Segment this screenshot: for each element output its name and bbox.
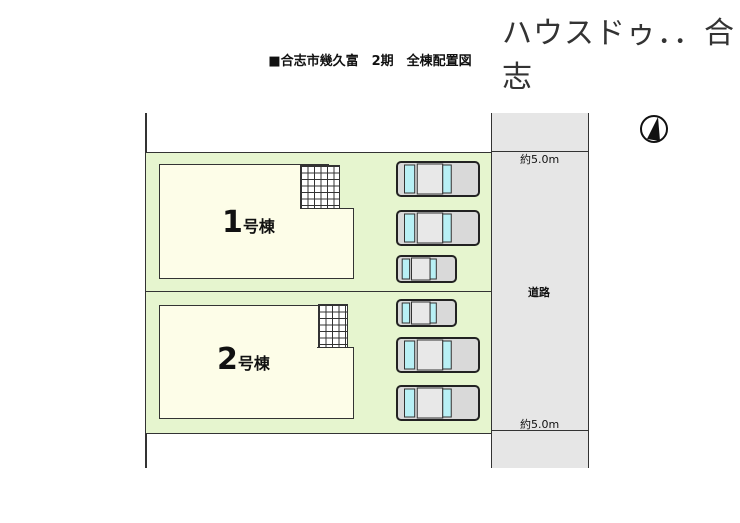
parked-car-icon: [396, 337, 480, 373]
parked-car-icon: [396, 161, 480, 197]
deck-grid: [318, 304, 348, 348]
deck-grid: [300, 165, 340, 209]
building-2-label: 2号棟: [217, 342, 270, 377]
page-title: ■合志市幾久富 2期 全棟配置図: [268, 54, 472, 69]
north-arrow-icon: [640, 115, 668, 143]
site-boundary-line: [145, 113, 147, 468]
parked-car-icon: [396, 255, 457, 283]
building-1-label: 1号棟: [222, 205, 275, 240]
building-2-extension: [317, 347, 354, 419]
dimension-line: [491, 430, 589, 431]
road-label: 道路: [528, 286, 550, 299]
building-2: [159, 305, 320, 419]
parked-car-icon: [396, 299, 457, 327]
dimension-line: [491, 151, 589, 152]
road: [491, 113, 589, 468]
road-width-bottom: 約5.0m: [520, 418, 560, 431]
road-width-top: 約5.0m: [520, 153, 560, 166]
parked-car-icon: [396, 385, 480, 421]
brand-logo-text: ハウスドゥ．．合志: [502, 16, 735, 95]
parked-car-icon: [396, 210, 480, 246]
